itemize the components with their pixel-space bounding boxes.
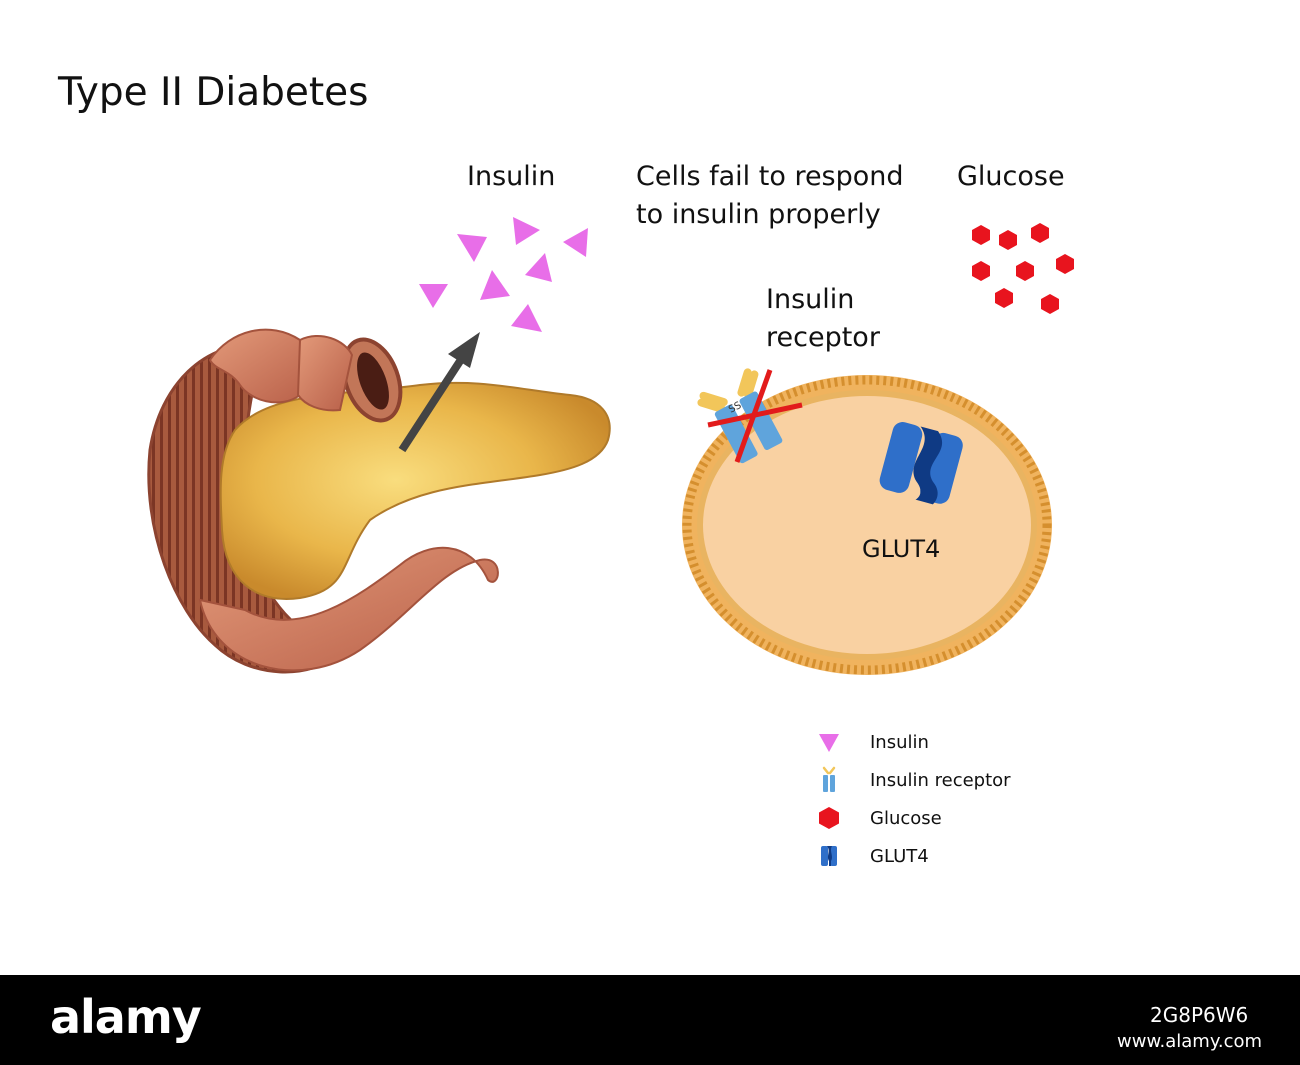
insulin-molecule — [511, 304, 542, 332]
legend-item-glut4: GLUT4 — [815, 841, 929, 871]
glucose-molecule — [1041, 294, 1059, 314]
insulin-receptor-label: Insulin receptor — [766, 284, 880, 353]
duodenum-lumen — [357, 352, 389, 410]
svg-text:SS: SS — [727, 400, 743, 416]
glucose-molecule — [999, 230, 1017, 250]
legend-label: Insulin receptor — [870, 769, 1011, 791]
secretion-arrow — [398, 332, 480, 453]
site-url: www.alamy.com — [1117, 1031, 1263, 1052]
glucose-molecule — [1056, 254, 1074, 274]
insulin-molecule — [480, 270, 510, 300]
glut4-icon — [821, 846, 837, 866]
stock-id: 2G8P6W6 — [1150, 1003, 1249, 1027]
insulin-molecule — [419, 284, 448, 308]
glut4-channel — [913, 426, 943, 505]
insulin-receptor: SS — [697, 368, 803, 464]
glucose-molecule — [972, 225, 990, 245]
receptor-beta-right — [739, 391, 783, 451]
glucose-label: Glucose — [957, 161, 1065, 192]
pancreas-body — [219, 381, 611, 600]
glucose-molecule — [1016, 261, 1034, 281]
diagram-artwork: SS — [147, 217, 1074, 675]
receptor-alpha-left — [697, 391, 728, 413]
cell-cytoplasm — [703, 396, 1031, 654]
glut4-left-subunit — [879, 422, 923, 493]
legend-label: Glucose — [870, 807, 942, 829]
glut4-label: GLUT4 — [862, 535, 941, 563]
insulin-molecule — [563, 228, 588, 257]
pancreas-illustration — [147, 328, 611, 674]
glut4-transporter — [879, 422, 963, 505]
insulin-receptor-icon — [822, 766, 836, 792]
duodenum-lower-tube — [198, 546, 499, 672]
glucose-molecule — [995, 288, 1013, 308]
legend-item-insulin: Insulin — [815, 727, 929, 757]
legend-label: GLUT4 — [870, 845, 929, 867]
insulin-molecule — [525, 253, 552, 282]
diagram-title: Type II Diabetes — [58, 70, 369, 115]
watermark-footer — [0, 975, 1300, 1065]
glucose-hexagon-icon — [819, 807, 839, 829]
insulin-triangle-icon — [819, 734, 839, 752]
legend-item-glucose: Glucose — [815, 803, 942, 833]
glucose-molecules — [972, 223, 1074, 314]
legend-label: Insulin — [870, 731, 929, 753]
cell-membrane-dots — [682, 375, 1052, 675]
insulin-label: Insulin — [467, 161, 556, 192]
insulin-molecule — [457, 234, 487, 262]
receptor-alpha-right — [737, 368, 759, 399]
insulin-molecule — [513, 217, 540, 245]
legend-item-insulin-receptor: Insulin receptor — [815, 765, 1011, 795]
cells-fail-label: Cells fail to respond to insulin properl… — [636, 161, 904, 230]
insulin-molecules — [419, 217, 588, 332]
duodenum-neck — [296, 335, 354, 412]
glucose-molecule — [972, 261, 990, 281]
alamy-logo: alamy — [50, 990, 202, 1044]
glucose-molecule — [1031, 223, 1049, 243]
cross-line-2 — [734, 369, 773, 463]
